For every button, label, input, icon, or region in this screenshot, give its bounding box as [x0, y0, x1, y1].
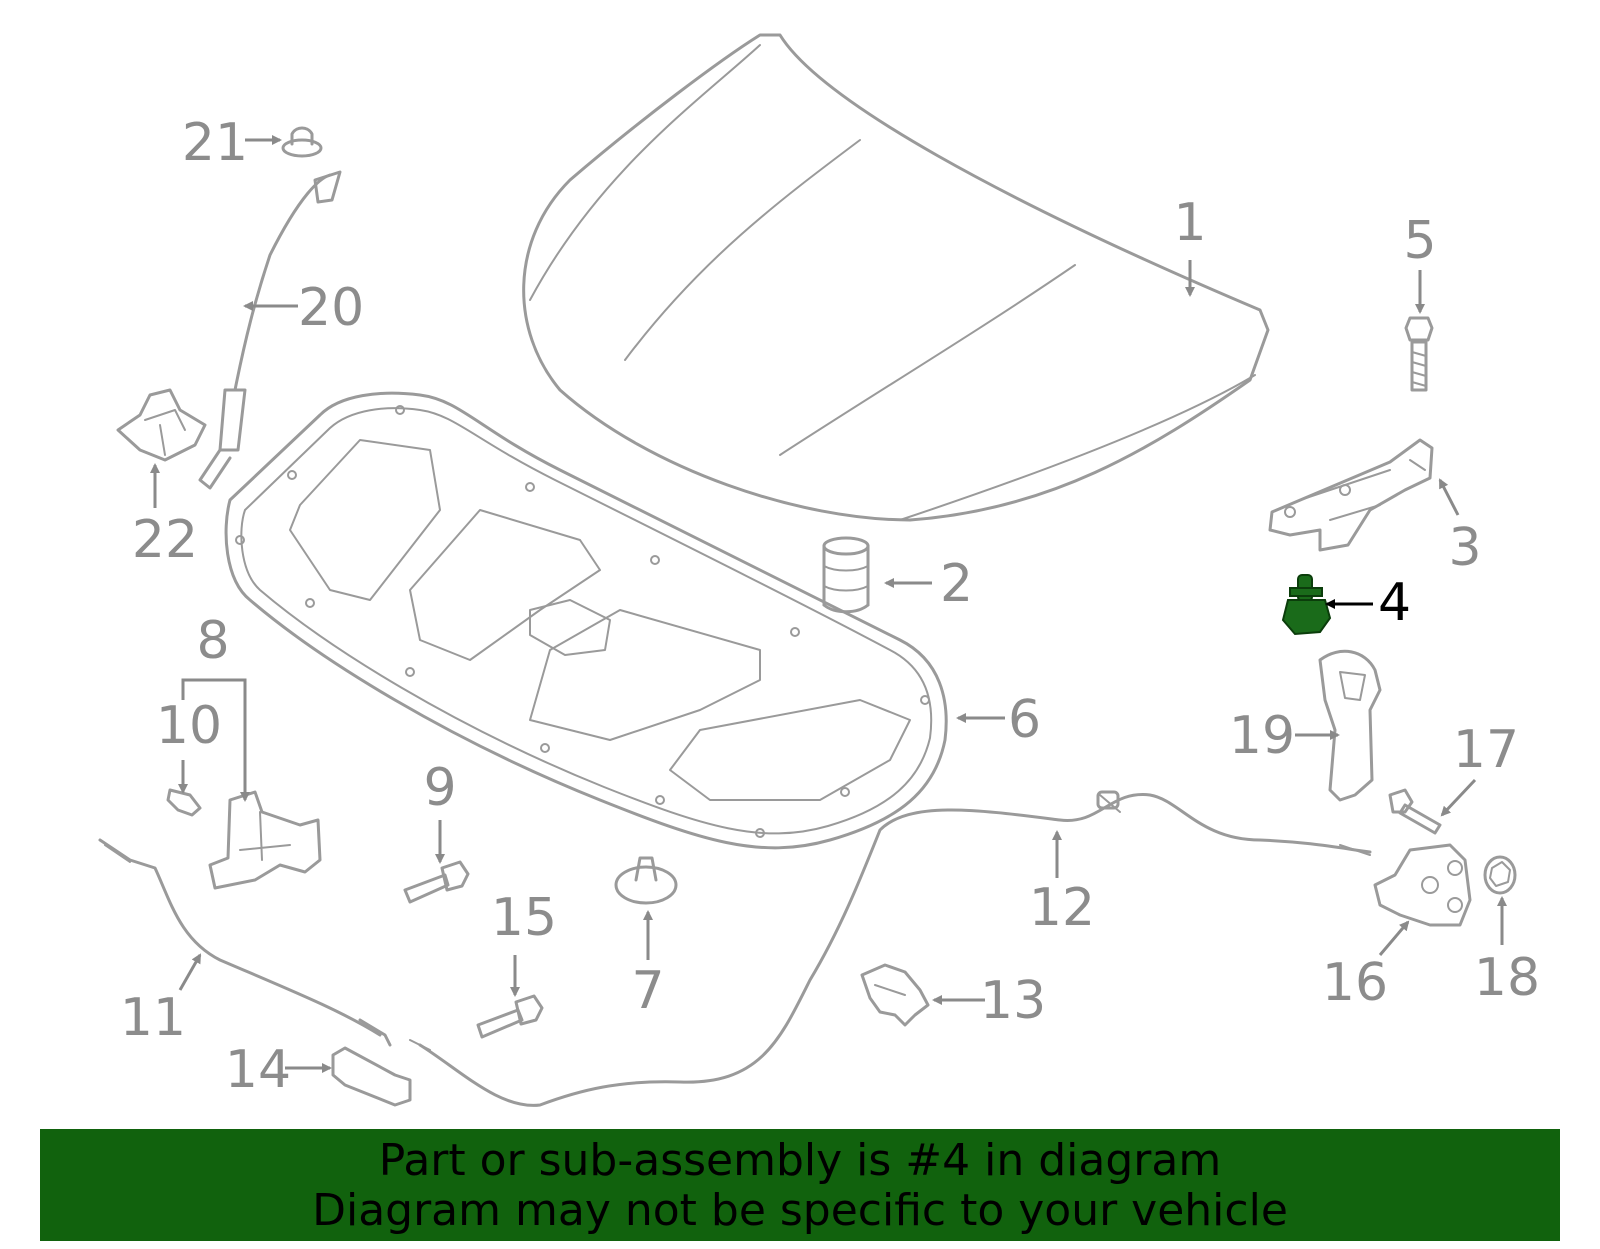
banner-line-1: Part or sub-assembly is #4 in diagram: [378, 1135, 1222, 1186]
bolt-15-part: [476, 994, 544, 1039]
banner-line-2: Diagram may not be specific to your vehi…: [312, 1185, 1288, 1236]
callout-9: 9: [423, 758, 456, 818]
cable-bracket-part: [860, 963, 930, 1027]
leader-lines: [150, 135, 1507, 1073]
callout-7: 7: [631, 961, 664, 1021]
callout-16: 16: [1322, 953, 1388, 1013]
callout-4: 4: [1378, 573, 1411, 633]
bumper-stop-part: [822, 536, 870, 614]
hood-lock-part: [1373, 843, 1472, 927]
retainer-clip-part: [116, 388, 207, 462]
callout-6: 6: [1008, 690, 1041, 750]
callout-3: 3: [1448, 518, 1481, 578]
callout-10: 10: [156, 696, 222, 756]
release-handle-part: [331, 1046, 412, 1107]
info-banner: Part or sub-assembly is #4 in diagram Di…: [40, 1129, 1560, 1241]
callout-21: 21: [182, 113, 248, 173]
hood-latch-part: [166, 788, 322, 890]
callout-8: 8: [196, 611, 229, 671]
prop-rod-part: [198, 170, 342, 490]
hood-panel-part: [522, 33, 1270, 522]
callout-numbers: 1 2 3 4 5 6 7 8 10 9 11 12 13 14 15 16 1…: [120, 113, 1540, 1100]
grommet-part: [281, 126, 323, 158]
latch-bolt-part: [403, 860, 470, 904]
hood-cable-part: [409, 790, 1372, 1107]
hood-insulator-part: [224, 391, 948, 850]
bolt-part: [1404, 316, 1434, 392]
callout-14: 14: [225, 1040, 291, 1100]
callout-12: 12: [1029, 878, 1095, 938]
hood-hinge-part: [1268, 438, 1434, 552]
callout-11: 11: [120, 988, 186, 1048]
callout-15: 15: [491, 888, 557, 948]
bolt-17-part: [1388, 788, 1442, 835]
highlighted-bolt-part: [1281, 574, 1332, 636]
callout-1: 1: [1173, 193, 1206, 253]
latch-bracket-part: [1318, 649, 1382, 802]
callout-20: 20: [298, 278, 364, 338]
callout-19: 19: [1229, 706, 1295, 766]
push-clip-part: [614, 856, 678, 905]
callout-22: 22: [132, 510, 198, 570]
nut-part: [1483, 855, 1517, 895]
callout-18: 18: [1474, 948, 1540, 1008]
callout-17: 17: [1453, 720, 1519, 780]
callout-2: 2: [940, 554, 973, 614]
release-cable-part: [98, 838, 392, 1047]
callout-5: 5: [1403, 211, 1436, 271]
callout-13: 13: [980, 971, 1046, 1031]
